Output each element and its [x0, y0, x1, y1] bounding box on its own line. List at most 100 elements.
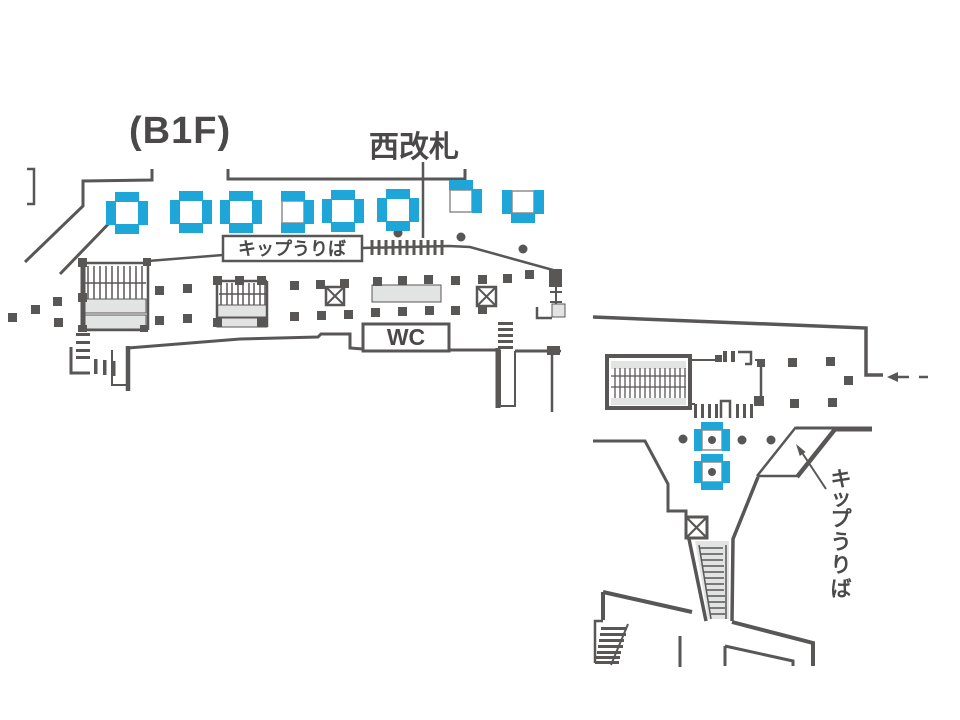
pillar-core [511, 190, 535, 214]
stairs-border [83, 261, 150, 332]
ad-pillar-symbol [694, 422, 730, 451]
wall-stub-vertical [550, 349, 561, 412]
stairs-landing [83, 298, 147, 314]
column-square [478, 275, 487, 284]
column-square [451, 306, 460, 315]
ad-panel [331, 222, 355, 232]
pillar-core [116, 202, 138, 224]
right-map-walls [592, 315, 928, 517]
gate-bar [694, 404, 697, 418]
label-box [221, 234, 364, 263]
column-post [257, 276, 266, 285]
ad-pillar-symbol [220, 191, 262, 233]
ad-panel [694, 461, 702, 483]
concourse-north-wall [147, 253, 224, 263]
ticket-gate-comb [370, 240, 444, 255]
elevator-box [684, 515, 709, 540]
stair-tread [599, 639, 624, 642]
column-square [53, 297, 62, 306]
cross-lines [476, 286, 497, 307]
fence-bar [723, 351, 727, 362]
ad-panel [115, 192, 139, 202]
pillar-core [180, 201, 202, 223]
gate-room-right [690, 350, 765, 418]
corridor-escalator [687, 476, 760, 622]
column-post [235, 276, 244, 285]
ticket-office-label-right: キップうりば [831, 468, 853, 601]
ad-panel [449, 180, 473, 190]
cross-lines [325, 286, 345, 306]
stairs-main [78, 258, 151, 332]
ad-panel [701, 482, 723, 490]
column-post [140, 325, 148, 332]
right-end-wall [535, 269, 566, 320]
stairs-secondary [213, 276, 269, 328]
machine-area-diagonal [795, 426, 838, 479]
ad-panel [179, 223, 203, 233]
column-square [373, 277, 382, 286]
column-post [78, 325, 87, 332]
corridor-wall-left [687, 538, 708, 622]
column-square [398, 276, 407, 285]
ad-panel [409, 198, 419, 222]
wall-top-left [23, 169, 154, 264]
ad-panel [220, 200, 230, 224]
escalator-hatch [614, 368, 686, 398]
column-square [344, 310, 353, 319]
fence-bar [103, 360, 107, 375]
stair-tread [498, 322, 513, 325]
ad-panel [331, 190, 355, 200]
kiosk-block [371, 284, 442, 303]
wall-post [757, 359, 765, 367]
wall-post [549, 269, 562, 287]
cross-lines [685, 516, 708, 539]
ladder-rungs [700, 547, 725, 615]
wall-corner [535, 307, 552, 320]
pillar-dot [708, 436, 716, 444]
column-post [213, 276, 222, 285]
stair-tread [76, 349, 90, 352]
machine-area-outline [756, 426, 797, 478]
ad-panel [202, 200, 212, 224]
ad-panel [138, 201, 148, 225]
ticket-office-callout-left: キップうりば [221, 234, 364, 263]
column-square [155, 286, 164, 295]
gate-bar [708, 404, 711, 418]
north-wall [592, 315, 883, 377]
ad-panel [229, 191, 253, 201]
column-square [31, 305, 40, 314]
stairs-landing [83, 314, 147, 330]
wall-bracket-left [27, 167, 36, 206]
escalator-band [611, 398, 686, 405]
column-square [790, 399, 799, 408]
column-post [143, 258, 151, 266]
pillar-core [230, 201, 252, 223]
column-square [155, 316, 164, 325]
column-square [290, 281, 299, 290]
fence-bar [731, 351, 735, 362]
callout-line [798, 447, 827, 490]
column-square [478, 305, 487, 314]
stair-tread [498, 340, 513, 343]
ad-pillars-right [694, 422, 730, 490]
column-square [451, 276, 460, 285]
ad-pillar-symbol [106, 192, 148, 234]
gate-bar [715, 404, 718, 418]
column-post [257, 318, 266, 327]
ad-panel [386, 221, 410, 231]
columns-right [788, 357, 853, 408]
column-square [788, 358, 797, 367]
fence-bar [112, 361, 116, 376]
pillar-core [281, 200, 305, 224]
column-square [371, 308, 380, 317]
ladder-rails [698, 544, 727, 620]
pillar-dot [708, 468, 716, 476]
gate-bar [750, 404, 753, 418]
wc-box [361, 322, 451, 353]
pillar-core [449, 189, 473, 213]
ticket-machines-area: キップうりば [756, 426, 872, 601]
callout-arrowhead-icon [796, 444, 806, 456]
column-square [503, 274, 512, 283]
column-dot [456, 232, 466, 242]
stairs-edge [610, 623, 629, 666]
